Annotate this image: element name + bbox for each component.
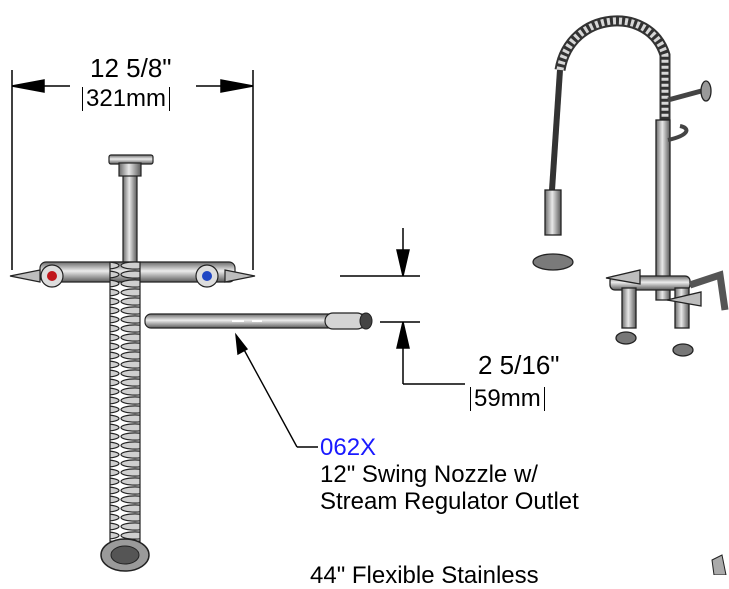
faucet-technical-drawing [9, 15, 729, 575]
partial-part-icon [711, 554, 727, 575]
height-dimension [340, 228, 465, 385]
height-mm-label: 59mm [470, 387, 545, 411]
width-dimension [11, 70, 254, 270]
width-inches-label: 12 5/8" [90, 53, 172, 83]
nozzle-leader [235, 332, 318, 448]
nozzle-desc-line2: Stream Regulator Outlet [320, 488, 579, 515]
flexible-hose-coil [109, 261, 141, 553]
width-mm-label: 321mm [82, 87, 171, 111]
nozzle-desc-line1: 12" Swing Nozzle w/ [320, 461, 538, 488]
hose-desc-partial: 44" Flexible Stainless [310, 562, 539, 589]
faucet-front-view [9, 154, 373, 572]
height-inches-label: 2 5/16" [478, 350, 560, 380]
faucet-isometric-view [532, 15, 729, 357]
nozzle-part-code: 062X [320, 434, 377, 461]
